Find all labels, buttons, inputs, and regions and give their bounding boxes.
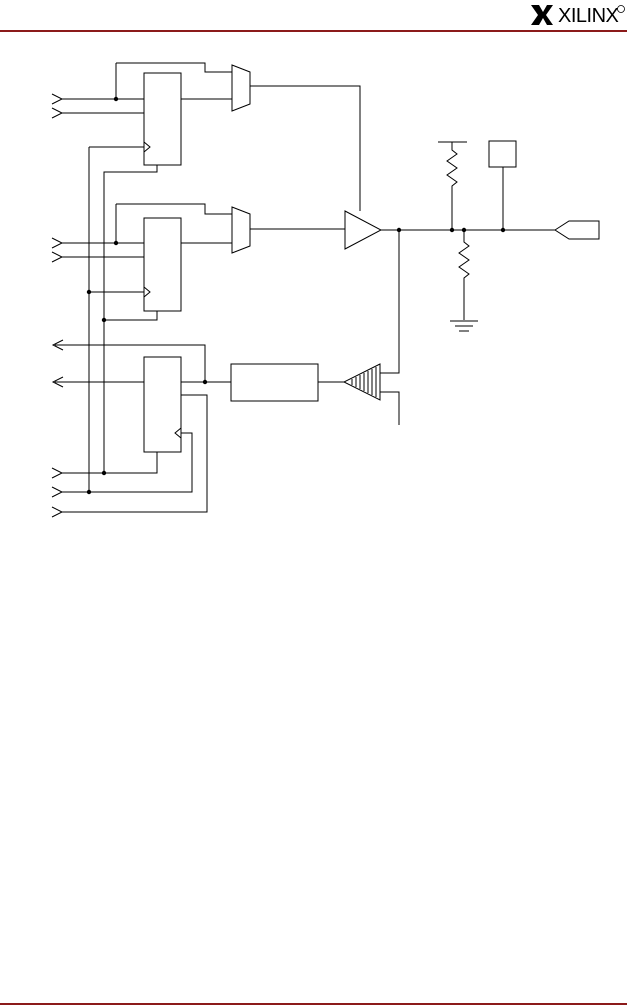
output-mux: [231, 64, 251, 112]
tristate-input-arrows: [51, 237, 64, 263]
output-buffer: [344, 210, 383, 250]
output-register: [143, 72, 182, 166]
delay-element: [230, 363, 319, 402]
logo-text: XILINX: [558, 5, 619, 27]
ground-symbol: [450, 320, 478, 332]
pad-box: [488, 140, 517, 230]
input-clock-arrows: [51, 467, 64, 518]
junction-dot: [86, 489, 92, 495]
header-rule: [0, 30, 627, 32]
xilinx-logo: XILINX: [530, 2, 627, 28]
tristate-wires: [62, 203, 345, 321]
junction-dot: [86, 289, 92, 295]
input-wires: [55, 344, 231, 513]
output-wires: [62, 62, 361, 492]
junction-dot: [101, 317, 107, 323]
registered-mark-icon: [617, 5, 625, 13]
xilinx-logo-icon: [531, 5, 553, 25]
tristate-register: [143, 217, 182, 312]
input-output-arrows: [51, 339, 64, 388]
pad-wires: [380, 229, 555, 374]
junction-dot: [101, 470, 107, 476]
tristate-mux: [231, 206, 251, 254]
input-register: [143, 356, 182, 453]
output-input-arrows: [51, 93, 64, 119]
input-buffer: [342, 363, 381, 401]
input-buffer-wires: [318, 381, 400, 425]
pull-up-resistor: [446, 142, 458, 230]
junction-dot: [202, 379, 208, 385]
junction-dot: [396, 227, 402, 233]
pad-connector: [554, 220, 600, 240]
pull-down-resistor: [458, 230, 470, 320]
junction-dot: [113, 96, 119, 102]
footer-rule: [0, 1003, 627, 1005]
junction-dot: [113, 240, 119, 246]
